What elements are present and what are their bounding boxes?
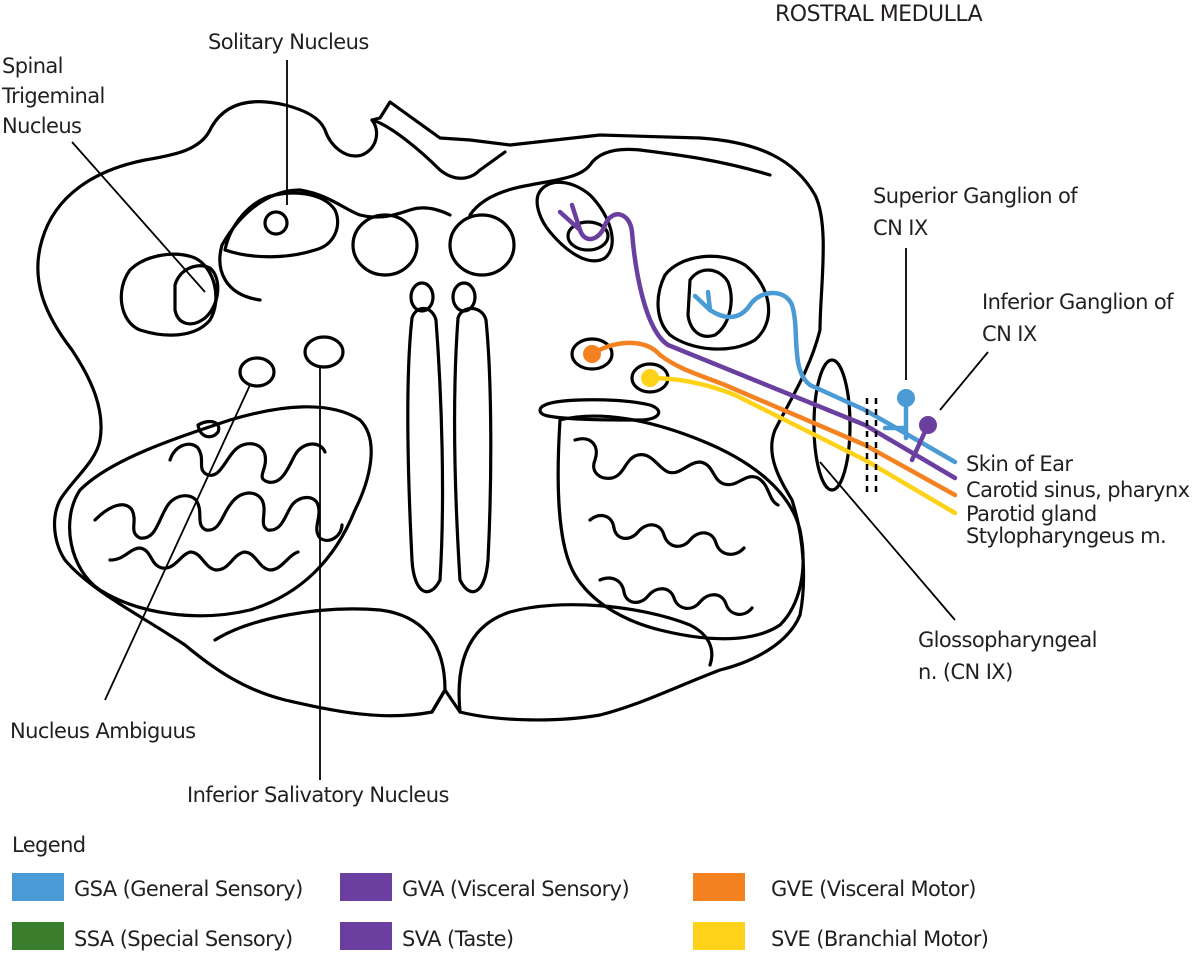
legend: Legend GSA (General Sensory) SSA (Specia… xyxy=(12,833,989,951)
fourth-ventricle-floor-right xyxy=(468,147,772,217)
gsa-branch-b xyxy=(705,289,713,313)
sve-fiber xyxy=(647,375,958,516)
medulla-outline xyxy=(36,100,852,722)
leader-nucleus-ambiguus xyxy=(104,384,251,701)
label-inferior-ganglion-1: Inferior Ganglion of xyxy=(982,290,1174,314)
label-spinal-trigeminal-3: Nucleus xyxy=(2,114,81,138)
left-lateral-contour xyxy=(218,243,262,302)
label-inferior-ganglion-2: CN IX xyxy=(982,322,1037,346)
legend-label-sve: SVE (Branchial Motor) xyxy=(771,927,988,951)
gva-branch-a xyxy=(557,209,583,233)
target-stylopharyngeus: Stylopharyngeus m. xyxy=(966,524,1166,548)
label-spinal-trigeminal-2: Trigeminal xyxy=(1,84,105,108)
right-olive-capsule xyxy=(556,414,805,641)
legend-swatch-sve xyxy=(693,922,745,950)
nerve-fibers xyxy=(557,202,958,516)
label-spinal-trigeminal-1: Spinal xyxy=(2,54,63,78)
solitary-region xyxy=(223,191,340,259)
sve-soma xyxy=(641,369,659,387)
inferior-ganglion-soma xyxy=(919,416,937,434)
target-skin-of-ear: Skin of Ear xyxy=(966,452,1073,476)
legend-label-gva: GVA (Visceral Sensory) xyxy=(402,877,629,901)
structure-labels: Spinal Trigeminal Nucleus Solitary Nucle… xyxy=(1,30,1175,807)
medial-lemniscus-right xyxy=(453,306,493,594)
gsa-fiber xyxy=(707,290,958,465)
leader-lines xyxy=(71,60,989,780)
label-glossopharyngeal-2: n. (CN IX) xyxy=(918,660,1013,684)
gva-fiber xyxy=(577,212,958,481)
medial-lemniscus-right-top xyxy=(448,213,516,277)
target-labels: Skin of Ear Carotid sinus, pharynx Parot… xyxy=(966,452,1190,548)
legend-swatch-sva xyxy=(340,922,392,950)
spinal-trigeminal-nucleus-shape xyxy=(173,264,220,326)
left-olive-folds xyxy=(93,442,344,572)
left-olive-accessory xyxy=(196,419,221,439)
spinal-trigeminal-tract xyxy=(119,252,218,337)
target-parotid-gland: Parotid gland xyxy=(966,502,1097,526)
label-nucleus-ambiguus: Nucleus Ambiguus xyxy=(10,719,196,743)
legend-title: Legend xyxy=(12,833,86,857)
label-superior-ganglion-1: Superior Ganglion of xyxy=(873,184,1078,208)
medial-lemniscus-left-top xyxy=(351,213,419,277)
pyramid-left xyxy=(213,607,447,714)
gve-soma xyxy=(583,345,601,363)
midline-notch xyxy=(370,118,507,180)
pyramid-right xyxy=(457,603,714,714)
medulla-outer-contour xyxy=(36,100,825,722)
right-nucleus-ambiguus xyxy=(570,337,614,371)
nucleus-ambiguus-shape xyxy=(238,356,276,388)
right-spinal-trigeminal xyxy=(656,254,771,351)
left-olive-capsule xyxy=(68,405,373,618)
superior-ganglion-soma xyxy=(897,389,915,407)
diagram-title: ROSTRAL MEDULLA xyxy=(775,2,983,27)
label-solitary-nucleus: Solitary Nucleus xyxy=(208,30,369,54)
legend-label-sva: SVA (Taste) xyxy=(402,927,514,951)
legend-label-ssa: SSA (Special Sensory) xyxy=(74,927,293,951)
leader-glossopharyngeal xyxy=(819,461,956,621)
solitary-nucleus-shape xyxy=(263,210,289,236)
right-olive-folds xyxy=(573,437,780,616)
gva-branch-b xyxy=(569,202,583,233)
leader-spinal-trigeminal xyxy=(71,141,206,293)
mlf-left xyxy=(409,281,435,313)
legend-swatch-gva xyxy=(340,873,392,901)
legend-label-gve: GVE (Visceral Motor) xyxy=(771,877,976,901)
medial-lemniscus-left xyxy=(406,306,445,594)
label-inferior-salivatory: Inferior Salivatory Nucleus xyxy=(187,783,449,807)
inferior-salivatory-nucleus-shape xyxy=(303,335,345,369)
gve-fiber xyxy=(589,340,958,498)
legend-label-gsa: GSA (General Sensory) xyxy=(74,877,303,901)
leader-inferior-ganglion xyxy=(939,351,989,411)
label-glossopharyngeal-1: Glossopharyngeal xyxy=(918,628,1097,652)
legend-swatch-ssa xyxy=(12,922,64,950)
mlf-right xyxy=(451,281,477,313)
right-solitary-nucleus xyxy=(566,220,610,252)
legend-swatch-gsa xyxy=(12,873,64,901)
target-carotid-sinus-pharynx: Carotid sinus, pharynx xyxy=(966,478,1190,502)
label-superior-ganglion-2: CN IX xyxy=(873,216,928,240)
right-solitary-region xyxy=(535,180,614,263)
right-olive-accessory xyxy=(538,398,661,422)
legend-swatch-gve xyxy=(693,873,745,901)
